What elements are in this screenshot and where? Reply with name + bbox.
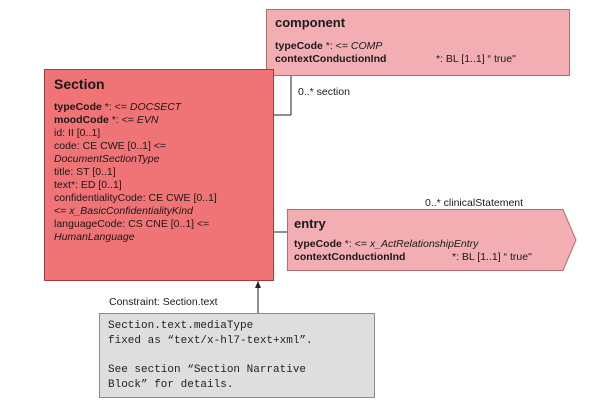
component-title: component: [275, 15, 346, 30]
section-title-attr: title: ST [0..1]: [54, 166, 116, 178]
entry-arrow-shape: [287, 209, 577, 271]
entry-title: entry: [294, 216, 326, 231]
section-moodcode: moodCode *: <= EVN: [54, 114, 159, 126]
entry-class-arrow: entry typeCode *: <= x_ActRelationshipEn…: [287, 209, 577, 271]
entry-context-conduction-value: *: BL [1..1] “ true": [452, 251, 532, 263]
component-class-box: component typeCode *: <= COMP contextCon…: [266, 9, 570, 76]
constraint-note: Section.text.mediaType fixed as “text/x-…: [99, 313, 375, 398]
section-language-code: languageCode: CS CNE [0..1] <=: [54, 218, 210, 230]
constraint-label: Constraint: Section.text: [109, 296, 218, 308]
entry-typecode: typeCode *: <= x_ActRelationshipEntry: [294, 238, 479, 250]
constraint-line-3: See section “Section Narrative: [108, 364, 307, 376]
section-code: code: CE CWE [0..1] <=: [54, 140, 167, 152]
section-confidentiality-code: confidentialityCode: CE CWE [0..1]: [54, 192, 217, 204]
component-typecode: typeCode *: <= COMP: [275, 40, 383, 52]
clinical-statement-label: 0..* clinicalStatement: [425, 197, 524, 209]
section-confidentiality-value: <= x_BasicConfidentialityKind: [54, 205, 193, 217]
component-context-conduction-value: *: BL [1..1] “ true": [436, 53, 516, 65]
constraint-line-4: Block” for details.: [108, 379, 234, 391]
section-text: text*: ED [0..1]: [54, 179, 122, 191]
section-language-value: HumanLanguage: [54, 231, 135, 243]
entry-context-conduction: contextConductionInd: [294, 251, 406, 263]
constraint-line-1: Section.text.mediaType: [108, 320, 254, 332]
section-code-value: DocumentSectionType: [54, 153, 160, 165]
section-typecode: typeCode *: <= DOCSECT: [54, 101, 182, 113]
section-relationship-label: 0..* section: [298, 86, 350, 98]
section-id: id: II [0..1]: [54, 127, 101, 139]
constraint-arrowhead: [255, 281, 261, 288]
section-title: Section: [54, 76, 105, 92]
component-context-conduction: contextConductionInd: [275, 53, 387, 65]
section-class-box: Section typeCode *: <= DOCSECT moodCode …: [44, 69, 274, 281]
constraint-line-2: fixed as “text/x-hl7-text+xml”.: [108, 335, 313, 347]
